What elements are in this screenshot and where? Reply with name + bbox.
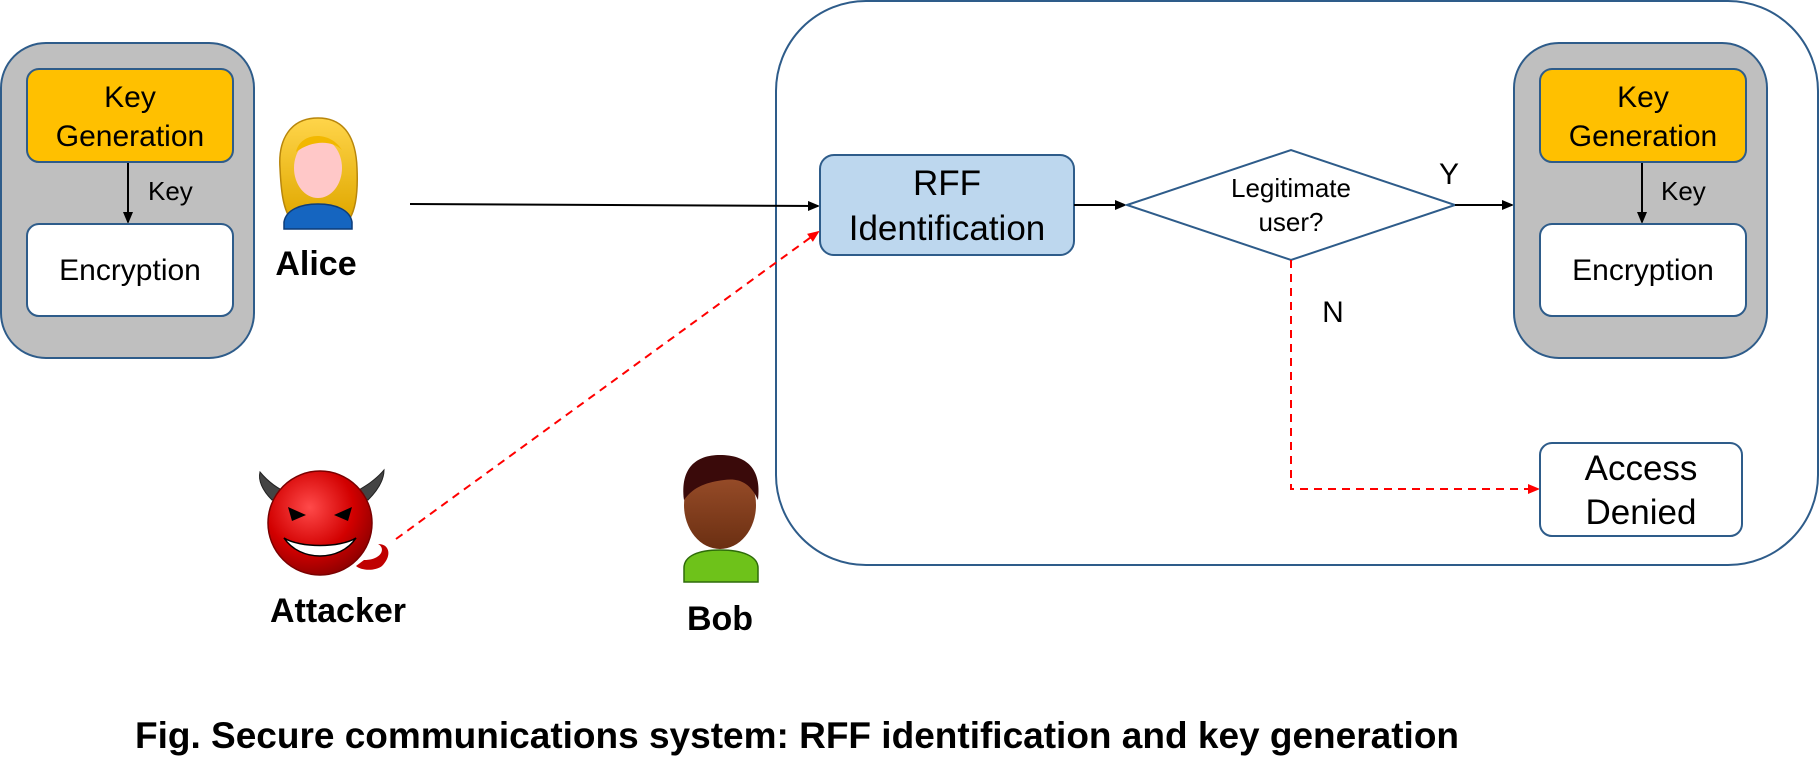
right-key-generation-box [1539,68,1747,163]
alice-icon [279,117,358,230]
right-encryption-label: Encryption [1572,254,1714,287]
left-module: Key Generation Key Encryption [0,42,255,359]
left-key-label: Key [148,176,193,206]
right-encryption-box [1539,223,1747,317]
devil-icon [259,468,389,576]
left-key-generation-line-2: Generation [56,120,204,153]
left-key-generation-box [26,68,234,163]
bob-system-boundary [775,0,1819,566]
legitimate-user-decision [1123,148,1459,262]
attacker-to-rff-arrow [395,230,820,540]
right-module: Key Generation Key Encryption [1513,42,1768,359]
decision-line-1: Legitimate [1231,173,1351,203]
alice-to-rff-arrow [409,200,820,211]
bob-label: Bob [687,600,753,638]
man-avatar-icon [683,455,759,583]
rff-line-1: RFF [913,164,981,203]
no-arrow [1290,260,1540,494]
left-encryption-box [26,223,234,317]
access-denied-box [1539,442,1743,537]
right-key-generation-line-1: Key [1617,81,1669,114]
yes-label: Y [1439,158,1459,191]
figure-caption: Fig. Secure communications system: RFF i… [135,715,1459,756]
access-denied-line-2: Denied [1586,493,1697,532]
left-key-generation-line-1: Key [104,81,156,114]
alice-label: Alice [275,245,356,283]
no-label: N [1322,296,1344,329]
decision-line-2: user? [1258,207,1323,237]
rff-line-2: Identification [849,209,1046,248]
attacker-label: Attacker [270,592,406,630]
access-denied-line-1: Access [1585,449,1698,488]
right-key-generation-line-2: Generation [1569,120,1717,153]
right-key-label: Key [1661,176,1706,206]
left-encryption-label: Encryption [59,254,201,287]
